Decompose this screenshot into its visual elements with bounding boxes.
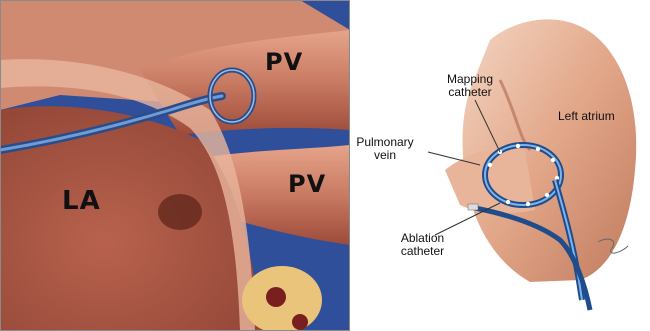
catheter-diagram xyxy=(350,0,650,331)
pv-bottom-label: PV xyxy=(288,170,326,198)
mapping-catheter-label: Mapping catheter xyxy=(430,73,510,99)
pulmonary-vein-label: Pulmonary vein xyxy=(350,136,420,162)
left-illustration: PV PV LA xyxy=(0,0,350,331)
pv-top-label: PV xyxy=(265,48,303,76)
left-atrium-label: Left atrium xyxy=(558,110,615,123)
ablation-catheter-label: Ablation catheter xyxy=(385,232,460,258)
la-label: LA xyxy=(62,186,101,216)
right-illustration: Mapping catheter Left atrium Pulmonary v… xyxy=(350,0,650,331)
